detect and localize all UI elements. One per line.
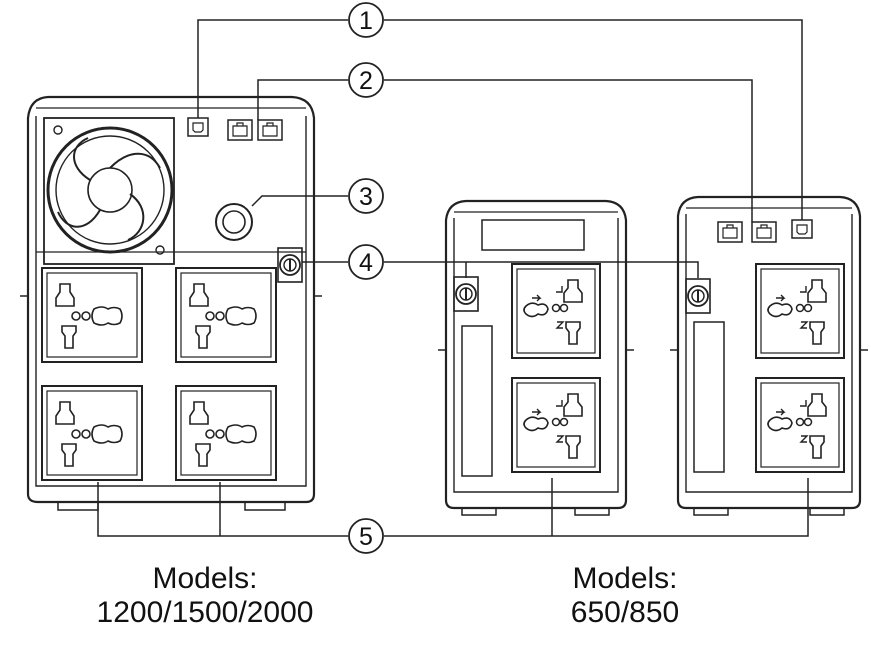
rj45-out-port-icon <box>751 221 777 243</box>
outlet-icon <box>755 263 845 359</box>
svg-text:2: 2 <box>359 67 373 95</box>
ups-unit-large <box>20 95 322 511</box>
models-caption-list: 650/850 <box>570 596 680 629</box>
svg-text:1: 1 <box>359 7 373 35</box>
rj45-in-port-icon <box>717 221 743 243</box>
outlet-icon <box>511 263 601 359</box>
breaker-icon <box>277 247 303 283</box>
models-caption-heading: Models: <box>152 562 258 595</box>
models-caption-list: 1200/1500/2000 <box>96 596 314 629</box>
outlet-icon <box>41 267 143 363</box>
models-caption-heading: Models: <box>572 562 678 595</box>
models-caption-small: Models: 650/850 <box>500 562 750 630</box>
usb-port-icon <box>791 219 813 239</box>
callout-4: 4 <box>348 244 384 280</box>
cooling-fan-icon <box>43 117 175 265</box>
callout-2: 2 <box>348 62 384 98</box>
ups-unit-small-two-outlet <box>438 199 634 516</box>
callout-3: 3 <box>348 178 384 214</box>
callout-5: 5 <box>348 518 384 554</box>
svg-text:3: 3 <box>359 183 373 211</box>
leader-lines <box>97 19 809 537</box>
breaker-icon <box>685 278 711 314</box>
outlet-icon <box>175 385 277 481</box>
breaker-icon <box>453 276 479 312</box>
rj45-out-port-icon <box>257 119 283 141</box>
outlet-icon <box>41 385 143 481</box>
svg-text:4: 4 <box>359 249 373 277</box>
models-caption-large: Models: 1200/1500/2000 <box>60 562 350 630</box>
ups-unit-small-with-ports <box>670 195 868 516</box>
svg-text:5: 5 <box>359 523 373 551</box>
callout-1: 1 <box>348 2 384 38</box>
outlet-icon <box>755 377 845 473</box>
ac-input-socket-icon <box>215 203 253 241</box>
usb-port-icon <box>187 117 209 137</box>
outlet-icon <box>511 377 601 473</box>
rj45-in-port-icon <box>227 119 253 141</box>
outlet-icon <box>175 267 277 363</box>
